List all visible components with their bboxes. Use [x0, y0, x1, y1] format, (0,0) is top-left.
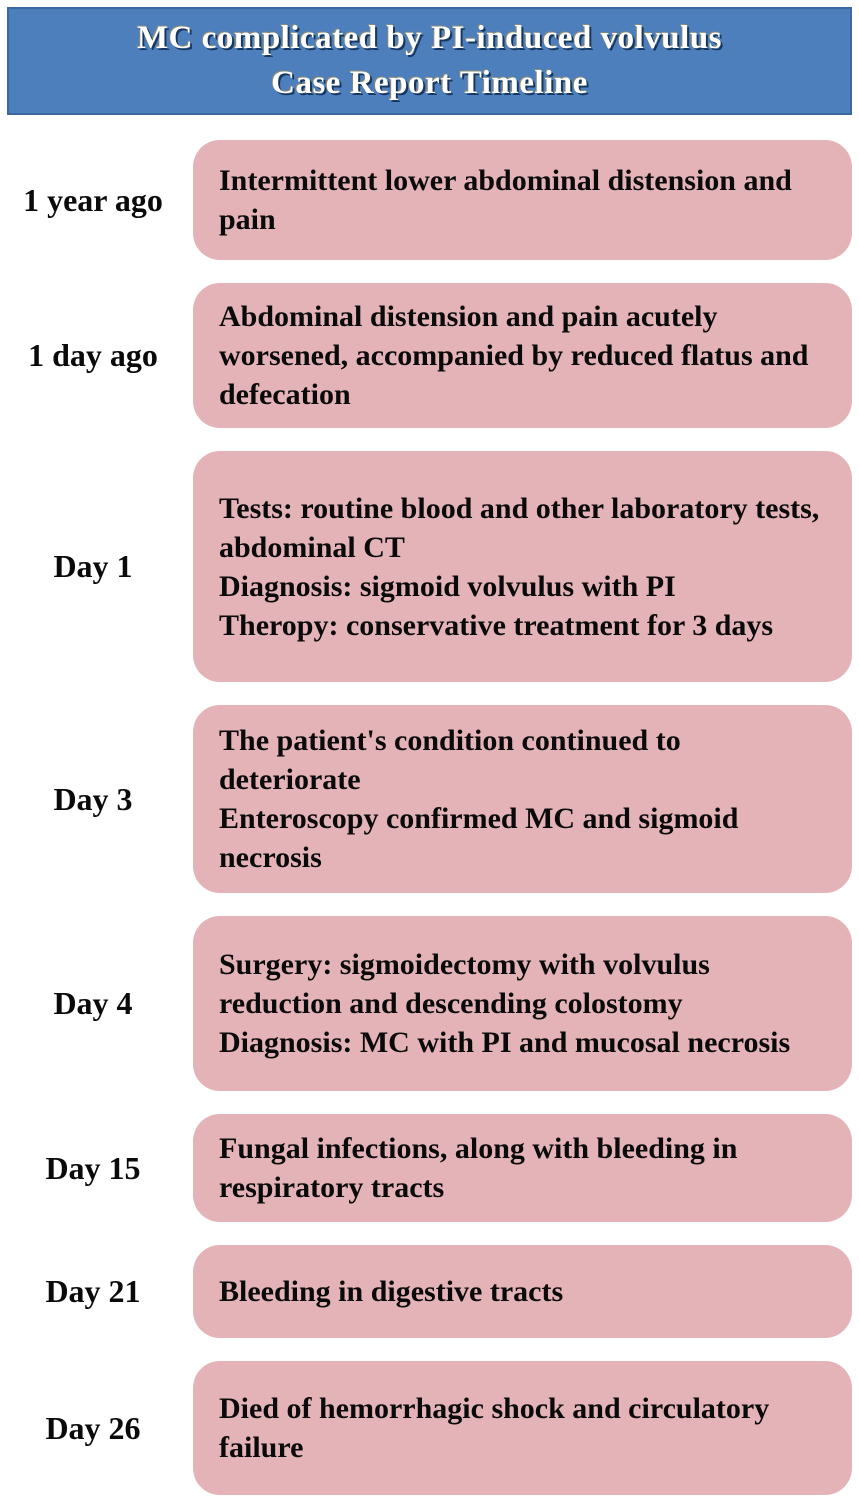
timeline-date-label: Day 26 [45, 1409, 141, 1446]
timeline-event-box: The patient's condition continued to det… [193, 705, 852, 893]
timeline-event-box: Abdominal distension and pain acutely wo… [193, 283, 852, 428]
timeline-title-line1: MC complicated by PI-induced volvulus [136, 20, 723, 56]
timeline-row: 1 day ago Abdominal distension and pain … [7, 283, 852, 428]
timeline-event-box: Surgery: sigmoidectomy with volvulus red… [193, 916, 852, 1091]
timeline-event-text: Fungal infections, along with bleeding i… [219, 1132, 738, 1204]
timeline-event-text: Surgery: sigmoidectomy with volvulus red… [219, 948, 791, 1059]
timeline-body: 1 year ago Intermittent lower abdominal … [7, 140, 852, 1495]
timeline-row: Day 3 The patient's condition continued … [7, 705, 852, 893]
timeline-event-box: Intermittent lower abdominal distension … [193, 140, 852, 260]
timeline-event-text: Bleeding in digestive tracts [219, 1275, 564, 1308]
timeline-date-label: Day 1 [53, 548, 133, 584]
timeline-date-label: Day 4 [53, 985, 133, 1021]
timeline-date-label: Day 15 [45, 1149, 141, 1186]
timeline-date-label: 1 day ago [28, 337, 158, 373]
timeline-event-text: Died of hemorrhagic shock and circulator… [219, 1392, 770, 1464]
timeline-event-box: Fungal infections, along with bleeding i… [193, 1114, 852, 1222]
timeline-row: Day 21 Bleeding in digestive tracts [7, 1245, 852, 1338]
timeline-row: Day 15 Fungal infections, along with ble… [7, 1114, 852, 1222]
timeline-event-box: Tests: routine blood and other laborator… [193, 451, 852, 682]
timeline-title-line2: Case Report Timeline [271, 65, 588, 101]
timeline-event-box: Bleeding in digestive tracts [193, 1245, 852, 1338]
case-report-timeline-figure: MC complicated by PI-induced volvulus Ca… [7, 7, 852, 1495]
timeline-row: 1 year ago Intermittent lower abdominal … [7, 140, 852, 260]
timeline-date-label: 1 year ago [23, 181, 163, 218]
timeline-row: Day 26 Died of hemorrhagic shock and cir… [7, 1361, 852, 1495]
timeline-event-text: The patient's condition continued to det… [219, 724, 739, 874]
timeline-date-label: Day 21 [45, 1273, 141, 1309]
timeline-title-banner: MC complicated by PI-induced volvulus Ca… [7, 7, 852, 115]
timeline-row: Day 4 Surgery: sigmoidectomy with volvul… [7, 916, 852, 1091]
timeline-event-box: Died of hemorrhagic shock and circulator… [193, 1361, 852, 1495]
timeline-event-text: Intermittent lower abdominal distension … [219, 164, 792, 236]
timeline-date-label: Day 3 [53, 780, 133, 817]
timeline-row: Day 1 Tests: routine blood and other lab… [7, 451, 852, 682]
timeline-event-text: Abdominal distension and pain acutely wo… [219, 300, 809, 411]
timeline-event-text: Tests: routine blood and other laborator… [219, 491, 820, 642]
